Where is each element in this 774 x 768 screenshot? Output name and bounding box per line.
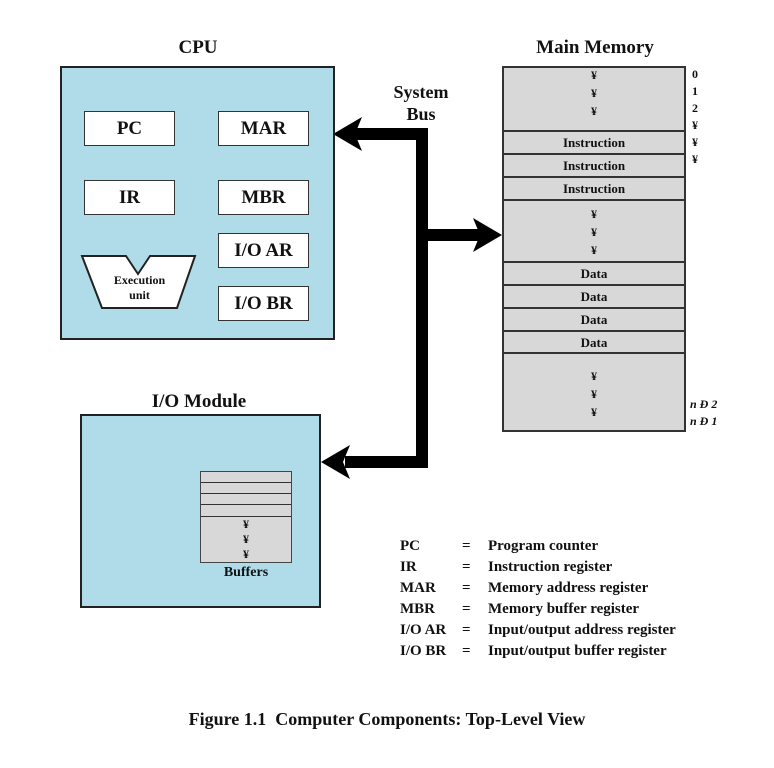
buffer-dots: ¥ ¥ ¥ xyxy=(243,517,249,561)
buffers-label: Buffers xyxy=(223,565,269,580)
legend-row: I/O AR=Input/output address register xyxy=(400,622,676,638)
legend: PC=Program counter IR=Instruction regist… xyxy=(400,536,676,662)
buffer-line xyxy=(201,516,291,517)
io-buffers-block: ¥ ¥ ¥ xyxy=(200,471,292,563)
arrow-to-io xyxy=(321,445,350,479)
arrow-to-memory xyxy=(473,218,502,252)
main-memory-title: Main Memory xyxy=(536,37,654,58)
memory-instruction-cell: Instruction xyxy=(504,176,684,199)
legend-row: I/O BR=Input/output buffer register xyxy=(400,643,667,659)
register-mbr: MBR xyxy=(218,180,309,215)
system-bus-label: System Bus xyxy=(376,81,466,125)
memory-top-dots: ¥ ¥ ¥ xyxy=(591,68,597,118)
bus-branch-cpu xyxy=(355,128,428,140)
legend-row: MAR=Memory address register xyxy=(400,580,649,596)
legend-row: PC=Program counter xyxy=(400,538,599,554)
legend-row: MBR=Memory buffer register xyxy=(400,601,640,617)
system-bus-label-line2: Bus xyxy=(406,104,436,124)
execution-unit-line2: unit xyxy=(129,288,150,302)
memory-instruction-cell: Instruction xyxy=(504,130,684,153)
memory-gap-region xyxy=(504,199,684,261)
main-memory-block: ¥ ¥ ¥ Instruction Instruction Instructio… xyxy=(502,66,686,432)
memory-data-cell: Data xyxy=(504,307,684,330)
buffer-line xyxy=(201,493,291,494)
bus-branch-io xyxy=(345,456,428,468)
execution-unit-line1: Execution xyxy=(113,273,166,287)
memory-addresses-bottom: n Ð 2 n Ð 1 xyxy=(690,397,718,428)
buffer-line xyxy=(201,504,291,505)
system-bus-label-line1: System xyxy=(393,82,449,102)
memory-instruction-cell: Instruction xyxy=(504,153,684,176)
bus-branch-memory xyxy=(416,229,482,241)
arrow-to-cpu xyxy=(333,117,362,151)
cpu-title: CPU xyxy=(178,37,218,58)
memory-data-cell: Data xyxy=(504,330,684,353)
memory-mid-dots: ¥ ¥ ¥ xyxy=(591,207,597,257)
register-io-br: I/O BR xyxy=(218,286,309,321)
register-ir: IR xyxy=(84,180,175,215)
bus-trunk xyxy=(416,128,428,468)
execution-unit-label: Execution unit xyxy=(102,273,177,303)
register-io-ar: I/O AR xyxy=(218,233,309,268)
memory-data-cell: Data xyxy=(504,284,684,307)
memory-bottom-region xyxy=(504,352,684,432)
memory-addresses-top: 0 1 2 ¥ ¥ ¥ xyxy=(692,67,698,166)
buffer-line xyxy=(201,482,291,483)
memory-bottom-dots: ¥ ¥ ¥ xyxy=(591,369,597,419)
io-module-title: I/O Module xyxy=(151,391,247,412)
memory-data-cell: Data xyxy=(504,261,684,284)
figure-caption: Figure 1.1 Computer Components: Top-Leve… xyxy=(188,709,586,729)
register-mar: MAR xyxy=(218,111,309,146)
legend-row: IR=Instruction register xyxy=(400,559,613,575)
register-pc: PC xyxy=(84,111,175,146)
